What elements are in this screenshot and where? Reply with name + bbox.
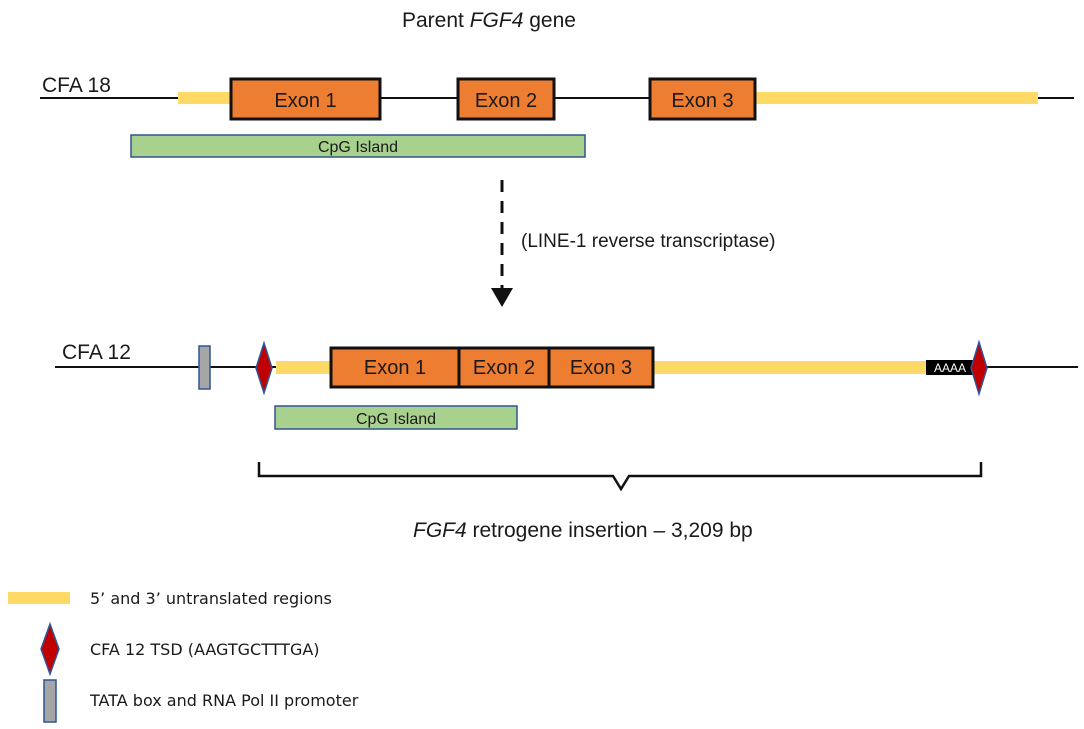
curly-brace-icon — [257, 462, 983, 492]
bottom-cpg-island: CpG Island — [274, 405, 518, 430]
diagram-title: Parent FGF4 gene — [402, 9, 576, 32]
title-suffix: gene — [523, 9, 576, 32]
polya-tail: AAAA — [926, 360, 974, 375]
tata-box-icon — [198, 345, 211, 390]
title-prefix: Parent — [402, 9, 470, 32]
bottom-exon-1: Exon 1 — [329, 346, 461, 389]
top-exon-1-label: Exon 1 — [274, 90, 336, 112]
legend-item-tsd: CFA 12 TSD (AAGTGCTTTGA) — [40, 621, 320, 677]
bottom-exon-2: Exon 2 — [457, 346, 551, 389]
legend-tsd-icon — [40, 621, 60, 677]
bottom-utr-5prime — [276, 361, 333, 374]
legend-tata-label: TATA box and RNA Pol II promoter — [89, 691, 359, 710]
bottom-cpg-label: CpG Island — [356, 411, 436, 428]
top-exon-1: Exon 1 — [229, 77, 382, 121]
parent-gene-track: CFA 18 Exon 1 Exon 2 Exon 3 CpG Island — [40, 74, 1074, 158]
bottom-utr-3prime — [653, 361, 928, 374]
arrow-head-icon — [491, 288, 513, 307]
legend-tsd-label: CFA 12 TSD (AAGTGCTTTGA) — [90, 640, 320, 659]
top-exon-2-label: Exon 2 — [475, 90, 537, 112]
top-exon-2: Exon 2 — [456, 77, 556, 121]
top-utr-3prime — [755, 92, 1038, 104]
legend-utr-swatch — [8, 592, 70, 604]
bottom-exon-3-label: Exon 3 — [570, 357, 632, 379]
top-exon-3: Exon 3 — [648, 77, 757, 121]
retrotransposition-arrow: (LINE-1 reverse transcriptase) — [491, 180, 775, 307]
arrow-label: (LINE-1 reverse transcriptase) — [521, 231, 775, 252]
insertion-bracket: FGF4 retrogene insertion – 3,209 bp — [257, 462, 983, 542]
retrogene-track: CFA 12 Exon 1 Exon 2 Exon 3 AAAA CpG Isl… — [55, 339, 1078, 430]
tsd-right-icon — [970, 339, 988, 397]
polya-label: AAAA — [934, 361, 966, 375]
legend-utr-label: 5’ and 3’ untranslated regions — [90, 589, 332, 608]
insertion-text: retrogene insertion – 3,209 bp — [467, 519, 753, 542]
legend: 5’ and 3’ untranslated regions CFA 12 TS… — [8, 589, 359, 723]
bottom-exon-1-label: Exon 1 — [364, 357, 426, 379]
legend-tata-icon — [43, 679, 57, 723]
bottom-exon-3: Exon 3 — [547, 346, 655, 389]
insertion-label: FGF4 retrogene insertion – 3,209 bp — [413, 519, 753, 542]
tsd-left-icon — [255, 340, 273, 396]
top-utr-5prime — [178, 92, 232, 104]
insertion-gene: FGF4 — [413, 519, 467, 542]
bottom-chromosome-label: CFA 12 — [62, 341, 131, 364]
title-gene: FGF4 — [470, 9, 524, 32]
top-exon-3-label: Exon 3 — [671, 90, 733, 112]
legend-item-tata: TATA box and RNA Pol II promoter — [43, 679, 359, 723]
top-chromosome-label: CFA 18 — [42, 74, 111, 97]
bottom-exon-2-label: Exon 2 — [473, 357, 535, 379]
legend-item-utr: 5’ and 3’ untranslated regions — [8, 589, 332, 608]
top-cpg-island: CpG Island — [130, 134, 586, 158]
top-cpg-label: CpG Island — [318, 139, 398, 156]
